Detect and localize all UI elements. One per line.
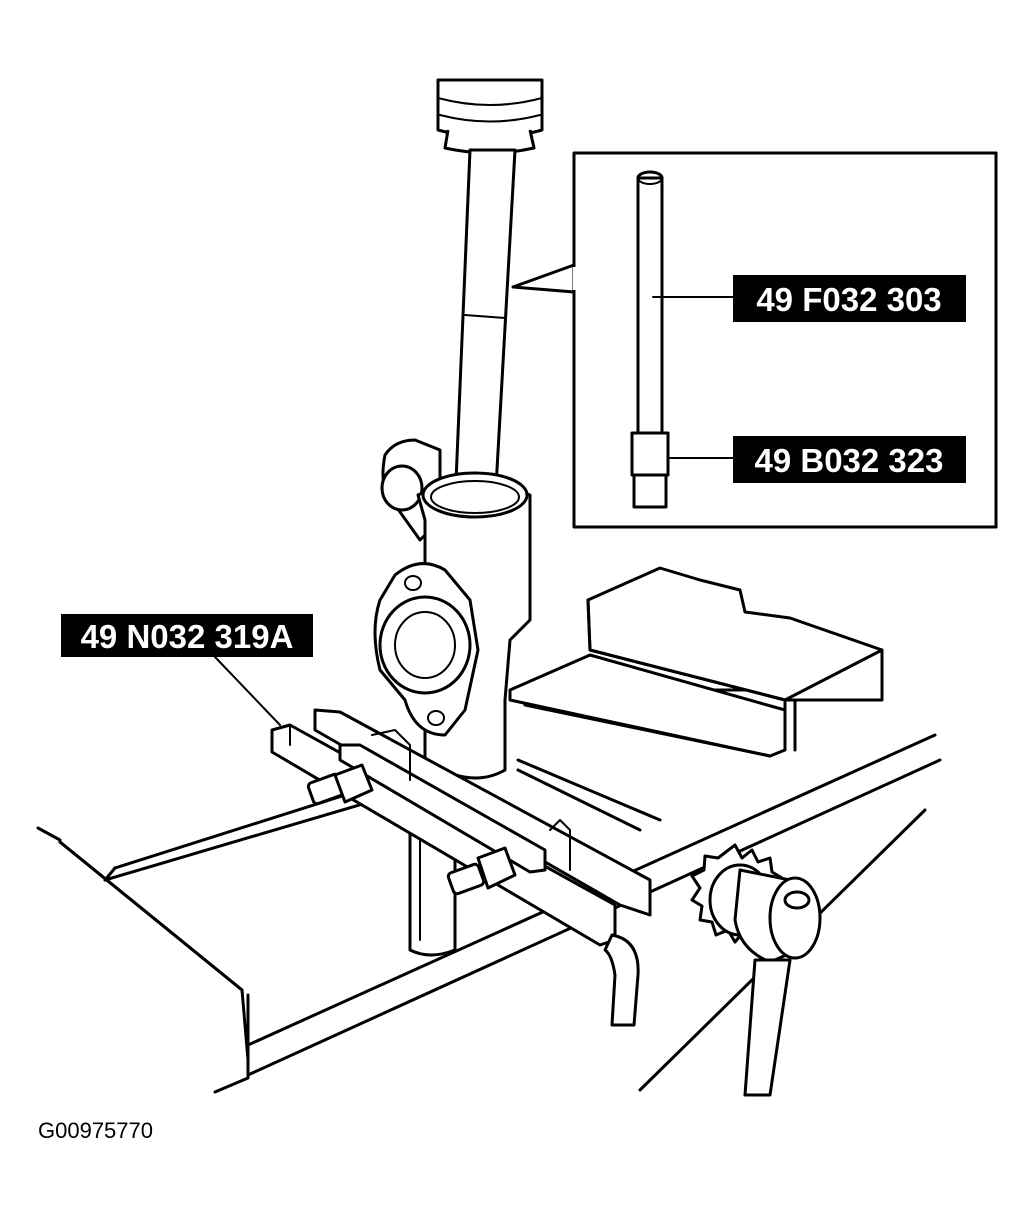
sprocket-assembly <box>690 843 822 1097</box>
label-fixture: 49 N032 319A <box>61 614 313 726</box>
handle-rod <box>603 933 640 1027</box>
label-fixture-text: 49 N032 319A <box>81 618 294 655</box>
label-rod: 49 F032 303 <box>733 275 966 322</box>
label-collar-text: 49 B032 323 <box>755 442 944 479</box>
figure-id: G00975770 <box>38 1118 153 1143</box>
vise-block <box>508 566 884 832</box>
fixture-bolts <box>306 763 517 896</box>
label-rod-text: 49 F032 303 <box>756 281 941 318</box>
label-collar: 49 B032 323 <box>733 436 966 483</box>
rack-shaft <box>436 78 544 507</box>
